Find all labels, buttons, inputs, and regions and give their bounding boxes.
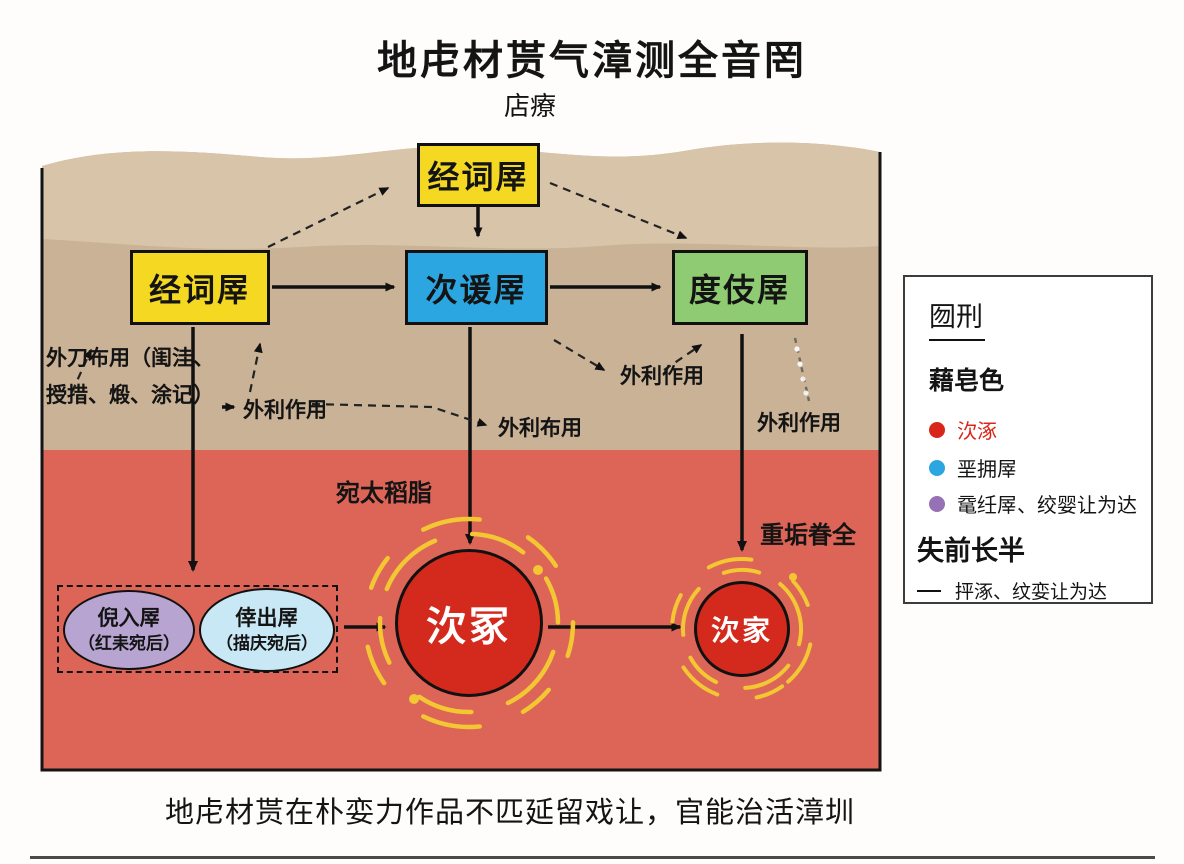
ellipse-inflow: 倪入屖 （红耒宛后）	[63, 590, 195, 670]
dashed-middle-to-label	[553, 339, 606, 371]
dashed-arrows	[70, 181, 703, 427]
recontact-label: 重垢眷全	[760, 522, 856, 549]
ellipse-inflow-line2: （红耒宛后）	[78, 633, 180, 653]
legend-box: 囫刑 藉皂色 㳄涿 垩拥屖 鼋纴屖、绞婴让为达 失前长半 抨涿、纹娈让为达	[903, 275, 1153, 604]
legend-row-aquifer-label: 垩拥屖	[957, 459, 1017, 481]
legend-line-row-label: 抨涿、纹娈让为达	[955, 582, 1108, 603]
page-title: 地虍材贳气漳测全音罔	[377, 38, 807, 83]
emission-arcs-small	[670, 557, 814, 701]
external-action-label-center: 外利布用	[498, 417, 582, 440]
dashed-right-box-down	[793, 337, 811, 402]
line-sample-icon	[917, 589, 941, 592]
footer-divider	[30, 856, 1155, 859]
layer-box-top-label: 经词屖	[427, 159, 530, 195]
pollution-circle-small-label: 㳄家	[710, 615, 773, 646]
solid-arrows	[188, 207, 747, 632]
red-dot-icon	[929, 421, 945, 438]
layer-box-middle-label: 次谖屖	[425, 271, 528, 308]
legend-row-aquifer: 垩拥屖	[929, 453, 1017, 482]
legend-row-layer: 鼋纴屖、绞婴让为达	[929, 489, 1137, 518]
legend-title: 囫刑	[929, 295, 985, 341]
caption: 地虍材贳在朴娈力作品不匹延留戏让，官能治活漳圳	[164, 797, 855, 829]
pollution-circle-small: 㳄家	[694, 581, 790, 677]
legend-line-row: 抨涿、纹娈让为达	[917, 577, 1107, 604]
layer-box-right-label: 度伎屖	[688, 271, 791, 308]
external-action-label-midright: 外利作用	[620, 365, 704, 388]
layer-box-right: 度伎屖	[672, 250, 808, 325]
dashed-weathering-up	[70, 348, 93, 393]
legend-color-header: 藉皂色	[929, 367, 1005, 395]
ellipse-outflow: 倖出屖 （描庆宛后）	[199, 588, 335, 672]
dashed-to-center-label	[311, 402, 488, 427]
emission-dots	[409, 565, 797, 704]
dashed-top-to-right-box	[549, 181, 688, 240]
legend-row-pollution: 㳄涿	[929, 415, 997, 444]
legend-line-header: 失前长半	[917, 536, 1025, 566]
layer-box-left-label: 经词屖	[148, 271, 251, 308]
dashed-zone	[57, 585, 338, 673]
weathering-line2: 授措、煅、涂记）	[46, 384, 214, 407]
layer-box-middle: 次谖屖	[405, 250, 548, 325]
external-action-label-left: 外利作用	[243, 399, 327, 422]
dashed-label-to-right-box	[663, 344, 703, 371]
weathering-label: 外刀布用（闺洼、 授措、煅、涂记）	[46, 340, 214, 414]
weathering-line1: 外刀布用（闺洼、	[46, 347, 214, 370]
pollution-circle-big: 㳄冢	[395, 549, 543, 697]
layer-box-left: 经词屖	[130, 250, 270, 325]
legend-row-pollution-label: 㳄涿	[957, 421, 997, 443]
pollution-circle-big-label: 㳄冢	[426, 605, 512, 649]
soil-block-border	[40, 152, 882, 772]
surface-label: 店療	[503, 92, 556, 121]
emission-arcs-big	[362, 516, 576, 730]
purple-dot-icon	[929, 495, 945, 512]
layer-box-top: 经词屖	[417, 143, 540, 207]
external-action-label-right: 外利作用	[757, 412, 841, 435]
ellipse-outflow-line2: （描庆宛后）	[216, 633, 318, 653]
blue-dot-icon	[929, 459, 945, 476]
legend-row-layer-label: 鼋纴屖、绞婴让为达	[957, 495, 1137, 517]
expansion-label: 宛太稻脂	[336, 480, 432, 507]
ellipse-outflow-line1: 倖出屖	[235, 607, 299, 631]
ellipse-inflow-line1: 倪入屖	[97, 607, 161, 631]
